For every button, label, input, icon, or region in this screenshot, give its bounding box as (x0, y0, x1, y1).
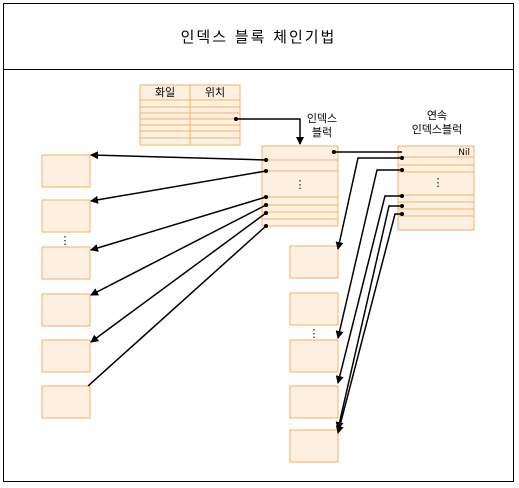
continued-block-label-line1: 연속 (427, 109, 447, 122)
header: 인덱스 블록 체인기법 (4, 4, 513, 70)
data-block-mid-1 (289, 245, 339, 279)
continued-block-ellipsis: ⋮ (433, 176, 444, 189)
index-block-label-line2: 블럭 (312, 126, 332, 139)
data-block-mid-3 (289, 339, 339, 373)
pointer-file-to-index (234, 117, 304, 145)
middle-blocks-ellipsis: ⋮ (309, 327, 320, 340)
pointer-index-to-continued (332, 150, 402, 154)
data-block-left-5 (41, 339, 91, 373)
left-blocks-ellipsis: ⋮ (60, 234, 71, 247)
nil-marker: Nil (458, 148, 470, 158)
data-block-mid-5 (289, 429, 339, 463)
pointers-index-to-left (87, 151, 268, 387)
left-data-blocks: ⋮ (41, 154, 91, 419)
index-block: ⋮ (261, 145, 339, 227)
data-block-left-3 (41, 246, 91, 280)
data-block-mid-4 (289, 385, 339, 419)
index-block-ellipsis: ⋮ (295, 178, 306, 191)
diagram-frame: 인덱스 블록 체인기법 (3, 3, 514, 482)
data-block-left-1 (41, 154, 91, 188)
index-block-box (261, 145, 339, 227)
diagram-title: 인덱스 블록 체인기법 (180, 28, 337, 46)
data-block-left-6 (41, 385, 91, 419)
file-column-header: 화일 (155, 85, 175, 99)
pointers-continued-to-middle (335, 156, 404, 434)
data-block-left-2 (41, 199, 91, 233)
location-column-header: 위치 (205, 86, 225, 99)
continued-block-label-line2: 인덱스블럭 (412, 123, 463, 136)
index-block-label-line1: 인덱스 (307, 112, 337, 125)
file-directory-table: 화일 위치 (139, 84, 241, 146)
data-block-mid-2 (289, 292, 339, 326)
continued-index-block: Nil ⋮ (397, 145, 475, 231)
middle-data-blocks: ⋮ (289, 245, 339, 463)
data-block-left-4 (41, 293, 91, 327)
